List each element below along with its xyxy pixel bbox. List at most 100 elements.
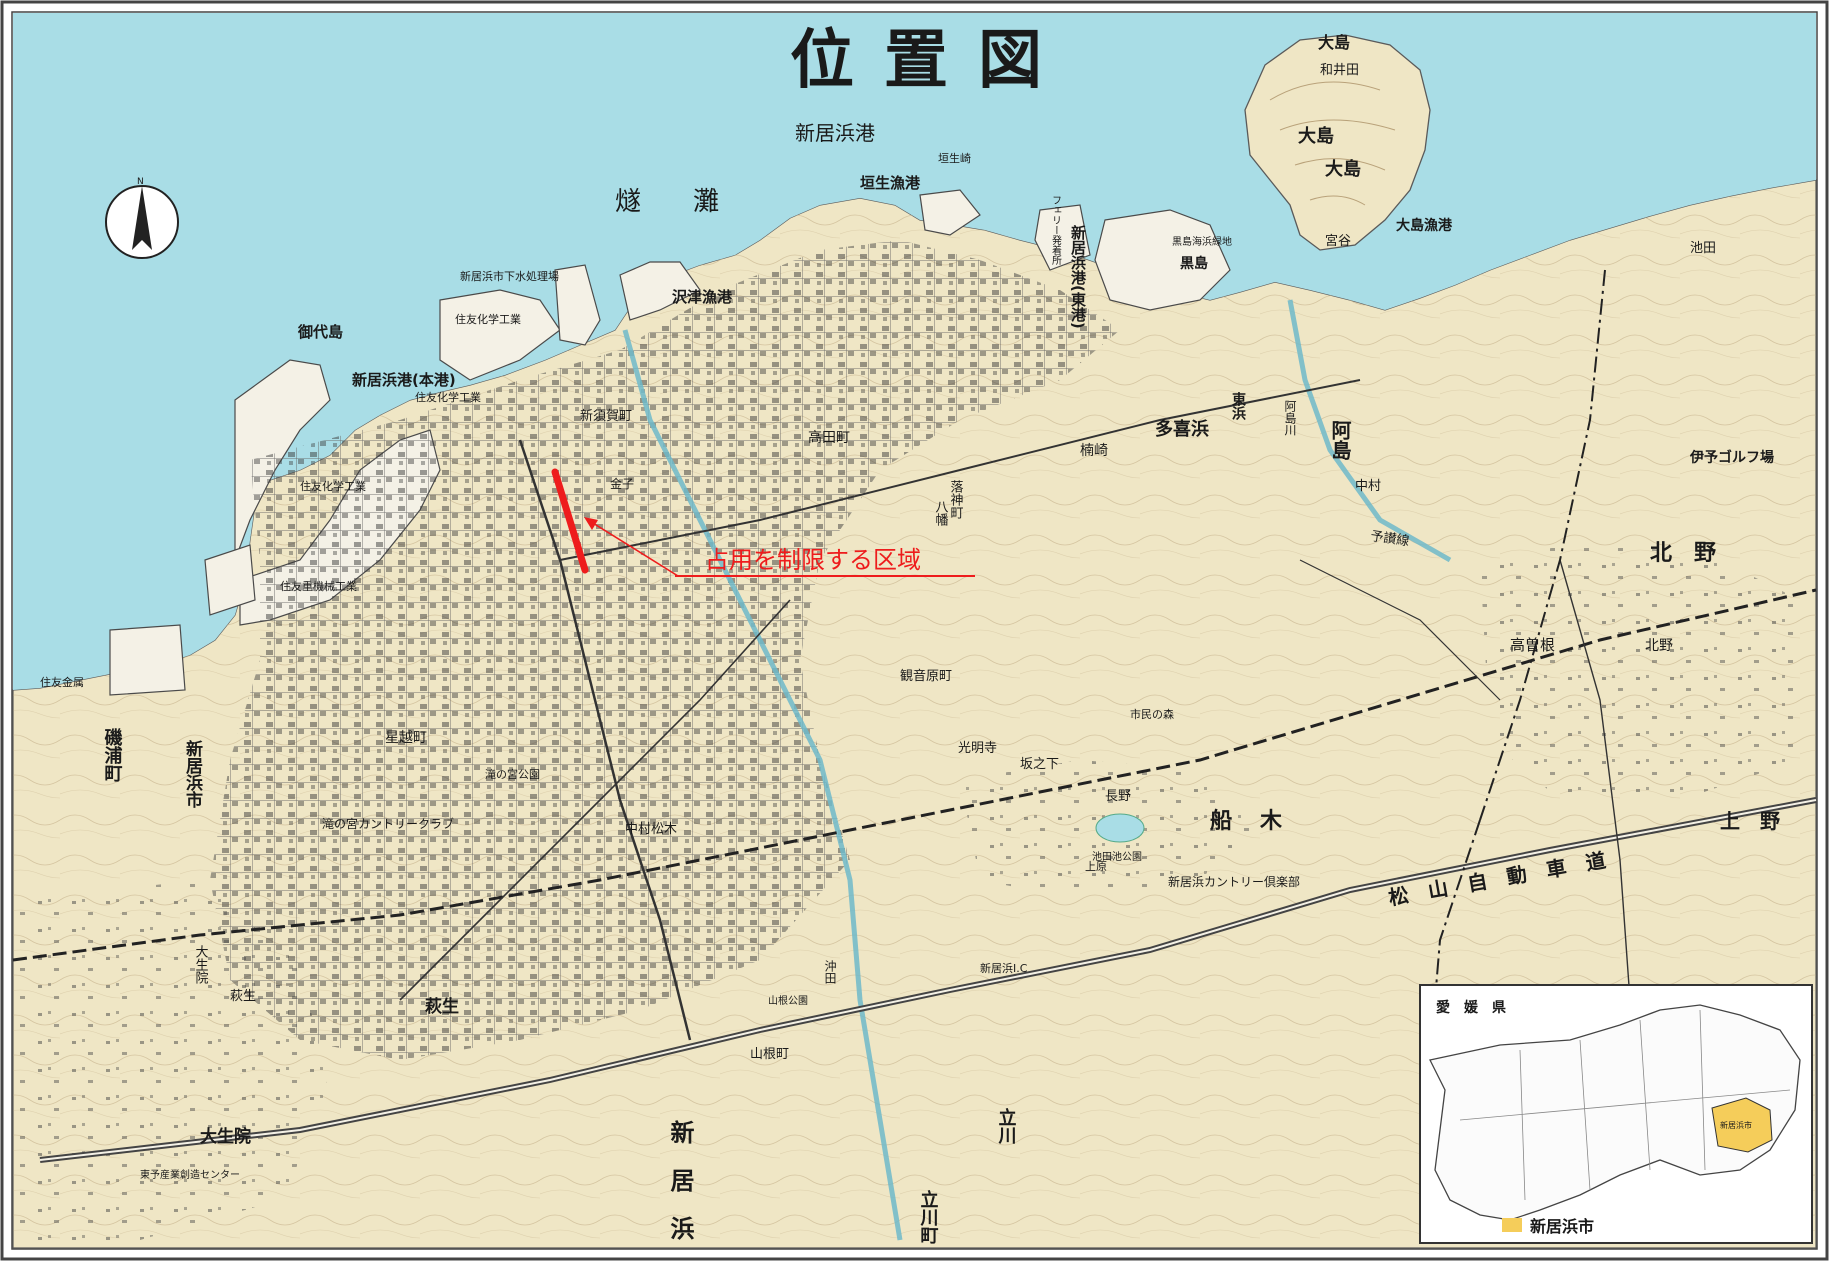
label-ogishi-2: 大生院 xyxy=(193,945,209,984)
label-main-port: 新居浜港(本港) xyxy=(352,371,456,389)
label-hagio: 萩生 xyxy=(230,989,256,1004)
label-sumitomo-chem-3: 住友化学工業 xyxy=(300,479,366,493)
label-takasone: 高曽根 xyxy=(1510,636,1555,654)
leader-arrow-icon xyxy=(584,517,598,530)
legend-swatch xyxy=(1502,1218,1522,1232)
label-wada: 和井田 xyxy=(1320,63,1359,78)
label-isoura: 磯浦町 xyxy=(102,727,123,782)
label-shimin-no-mori: 市民の森 xyxy=(1130,707,1174,721)
label-east-port: 新居浜港(東港) xyxy=(1069,224,1087,329)
label-kitano-2: 北野 xyxy=(1645,638,1673,654)
label-nakamura-matsuki: 中村松木 xyxy=(625,822,677,837)
label-kurojima-beach: 黒島海浜緑地 xyxy=(1172,235,1232,248)
label-yosan-line: 予讃線 xyxy=(1369,528,1410,549)
label-yamane-park: 山根公園 xyxy=(768,994,808,1007)
label-takada: 高田町 xyxy=(808,429,850,446)
inset-prefecture-label: 愛 媛 県 xyxy=(1436,999,1506,1016)
label-okitamo: 沖田 xyxy=(823,960,837,984)
label-miyakubo: 宮谷 xyxy=(1325,233,1351,249)
north-arrow-icon xyxy=(132,186,152,250)
place-labels: 新居浜港 燧 灘 垣生漁港 垣生崎 沢津漁港 新居浜市下水処理場 住友化学工業 … xyxy=(40,33,1780,1244)
label-mishiro-island: 御代島 xyxy=(297,323,343,341)
label-kakiu-fishing-port: 垣生漁港 xyxy=(860,174,921,192)
label-oshima-fishing-port: 大島漁港 xyxy=(1396,217,1453,234)
oshima-contours xyxy=(1269,81,1396,206)
label-yamane: 山根町 xyxy=(750,1047,789,1062)
label-ikeda: 池田 xyxy=(1690,241,1716,256)
label-higashi-hama: 東浜 xyxy=(1230,391,1246,421)
ehime-internal-borders xyxy=(1459,1009,1791,1201)
label-sumitomo-heavy: 住友重機械工業 xyxy=(280,579,357,593)
label-niihama-port: 新居浜港 xyxy=(795,121,875,145)
restricted-zone-line xyxy=(551,468,589,574)
legend-label: 新居浜市 xyxy=(1530,1217,1594,1236)
label-sumitomo-chem-1: 住友化学工業 xyxy=(455,312,521,326)
label-hoshigoe: 星越町 xyxy=(385,730,427,746)
label-hiuchi-nada: 燧 灘 xyxy=(615,187,719,217)
label-sewage-plant: 新居浜市下水処理場 xyxy=(460,269,559,283)
label-sawazu-fishing-port: 沢津漁港 xyxy=(672,288,733,306)
rivers xyxy=(622,299,1452,1241)
label-takinomiya-cc: 滝の宮カントリークラブ xyxy=(322,816,454,831)
compass: N xyxy=(105,177,179,259)
label-tachikawa: 立川町 xyxy=(918,1189,940,1244)
label-ikeda-park: 池田池公園 xyxy=(1092,850,1142,863)
label-ajima-river: 阿島川 xyxy=(1283,400,1297,436)
compass-label: N xyxy=(137,177,144,187)
label-kannonhara: 観音原町 xyxy=(900,668,952,684)
diagonal-road xyxy=(559,379,1361,561)
label-ajima: 阿島 xyxy=(1328,420,1352,460)
label-oshima-2: 大島 xyxy=(1298,125,1334,147)
ehime-outline xyxy=(1429,1004,1801,1221)
railway-yosan-line xyxy=(12,588,1817,962)
label-kitano: 北 野 xyxy=(1650,541,1716,566)
label-hitachi-center: 東予産業創造センター xyxy=(140,1168,240,1181)
urban-southwest xyxy=(20,880,330,1240)
label-sumitomo-metal: 住友金属 xyxy=(40,675,84,689)
label-enoki: 坂之下 xyxy=(1020,757,1059,772)
transport-lines xyxy=(12,379,1817,1163)
restricted-zone-label: 占用を制限する区域 xyxy=(705,546,921,574)
map-title: 位置図 xyxy=(790,23,1072,98)
label-niihama-cc: 新居浜カントリー倶楽部 xyxy=(1168,874,1300,889)
label-kamozaki: 垣生崎 xyxy=(938,151,971,165)
label-shinsudaka: 新須賀町 xyxy=(580,408,632,424)
label-yahata: 八幡 xyxy=(933,500,949,527)
oshima-island xyxy=(1244,34,1431,251)
inset-niihama-highlight xyxy=(1711,1097,1773,1153)
label-tagahama: 多喜浜 xyxy=(1155,418,1209,440)
map-inner-border xyxy=(11,11,1818,1250)
leader-line xyxy=(587,519,679,577)
main-road xyxy=(518,439,692,1041)
label-funaki: 船木 xyxy=(1210,808,1310,834)
label-nagano: 長野 xyxy=(1105,789,1131,804)
urban-far-east xyxy=(1480,540,1800,800)
label-shimohara: 上原 xyxy=(1085,860,1107,873)
label-komyoji: 光明寺 xyxy=(958,741,997,756)
east-port-piers xyxy=(919,189,1231,311)
inset-city-tag: 新居浜市 xyxy=(1720,1120,1752,1130)
label-kusunozaki: 楠崎 xyxy=(1080,443,1108,459)
label-tachikawa-2: 立川 xyxy=(996,1107,1018,1145)
inset-map: 愛 媛 県 新居浜市 新居浜市 xyxy=(1419,984,1813,1244)
label-nakamura: 中村 xyxy=(1355,479,1381,494)
label-niihama-city: 新居浜市 xyxy=(182,739,203,808)
restricted-zone-annotation: 占用を制限する区域 xyxy=(551,468,975,577)
label-kurojima: 黒島 xyxy=(1180,255,1208,272)
label-sumitomo-chem-2: 住友化学工業 xyxy=(415,390,481,404)
label-niihama-big: 新 居 浜 xyxy=(666,1119,694,1241)
label-kawanoe: 萩生 xyxy=(425,996,459,1017)
label-ochikami: 落神町 xyxy=(948,480,964,519)
label-takinomiya-park: 滝の宮公園 xyxy=(485,767,540,781)
label-oshima-3: 大島 xyxy=(1325,158,1361,180)
label-kinsei: 金子 xyxy=(610,476,634,491)
label-iyo-golf: 伊予ゴルフ場 xyxy=(1689,449,1774,466)
label-kamino: 上 野 xyxy=(1720,809,1780,833)
urban-dense xyxy=(210,240,1120,1060)
ikeda-pond xyxy=(1095,813,1145,843)
label-ferry: フェリー発着所 xyxy=(1050,195,1062,266)
label-oshima: 大島 xyxy=(1318,33,1350,52)
label-niihama-ic: 新居浜I.C xyxy=(980,961,1028,975)
label-ogishi: 大生院 xyxy=(200,1126,251,1147)
